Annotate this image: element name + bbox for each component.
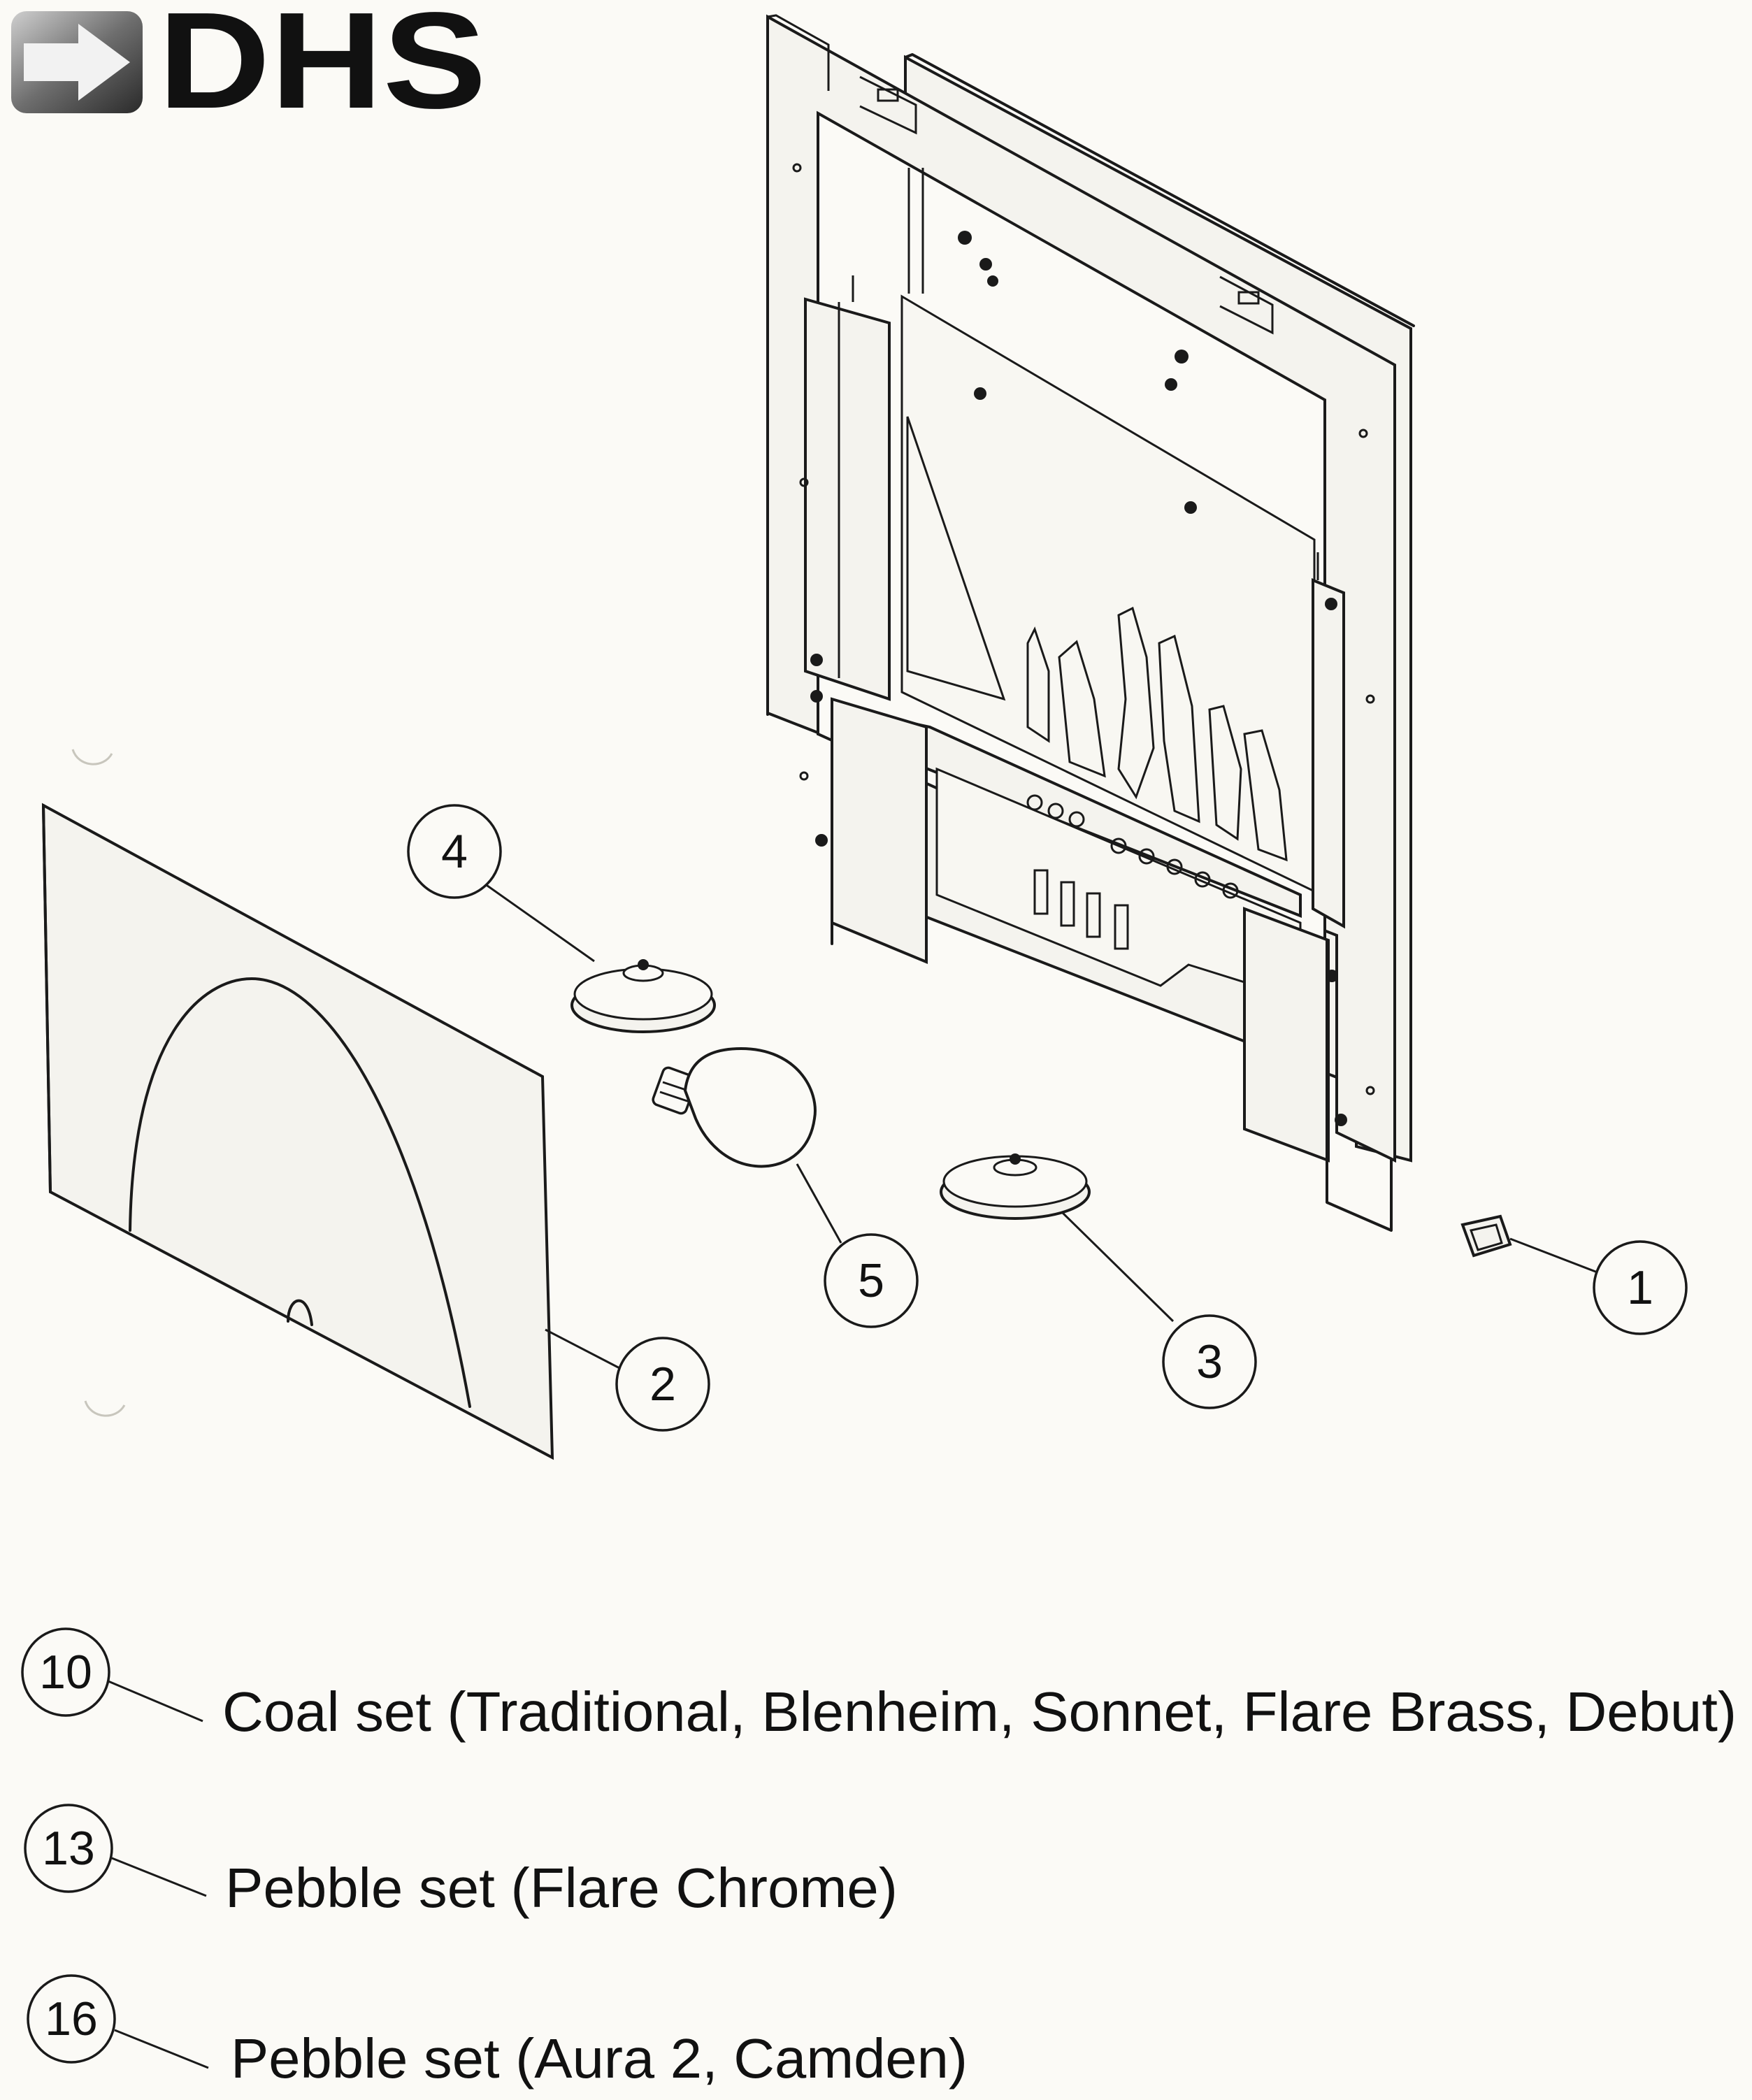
legend-number: 16	[45, 1992, 98, 2045]
callout-1: 1	[1593, 1240, 1688, 1335]
legend-item-10: 10 Coal set (Traditional, Blenheim, Sonn…	[21, 1627, 1737, 1743]
legend-number: 10	[39, 1646, 92, 1699]
part-reflector-disc-lower	[940, 1153, 1091, 1220]
dhs-logo: DHS	[11, 0, 487, 137]
callout-2: 2	[615, 1337, 710, 1432]
legend-description: Pebble set (Aura 2, Camden)	[231, 2027, 968, 2090]
legend-description: Coal set (Traditional, Blenheim, Sonnet,…	[222, 1681, 1737, 1743]
firebox-chassis	[766, 14, 1415, 1232]
hole-punch-mark	[84, 1400, 126, 1417]
callout-3: 3	[1162, 1314, 1257, 1409]
hole-punch-mark	[71, 749, 113, 765]
callout-5-label: 5	[858, 1254, 884, 1307]
part-glass-panel	[41, 803, 554, 1460]
legend-item-13: 13 Pebble set (Flare Chrome)	[24, 1804, 898, 1919]
callout-2-label: 2	[649, 1358, 676, 1411]
callout-4-label: 4	[441, 825, 468, 878]
part-bulb	[652, 1047, 817, 1168]
legend-item-16: 16 Pebble set (Aura 2, Camden)	[27, 1974, 968, 2090]
logo-wordmark: DHS	[158, 0, 487, 137]
flame-cutouts	[906, 416, 1288, 862]
callout-3-label: 3	[1196, 1335, 1223, 1388]
part-reflector-disc-upper	[570, 959, 716, 1033]
legend-description: Pebble set (Flare Chrome)	[225, 1857, 898, 1919]
callout-5: 5	[824, 1233, 919, 1328]
part-switch	[1460, 1214, 1512, 1258]
legend-number: 13	[42, 1822, 95, 1875]
callout-4: 4	[407, 804, 502, 899]
callout-1-label: 1	[1627, 1261, 1653, 1314]
leader-lines	[482, 881, 1602, 1370]
